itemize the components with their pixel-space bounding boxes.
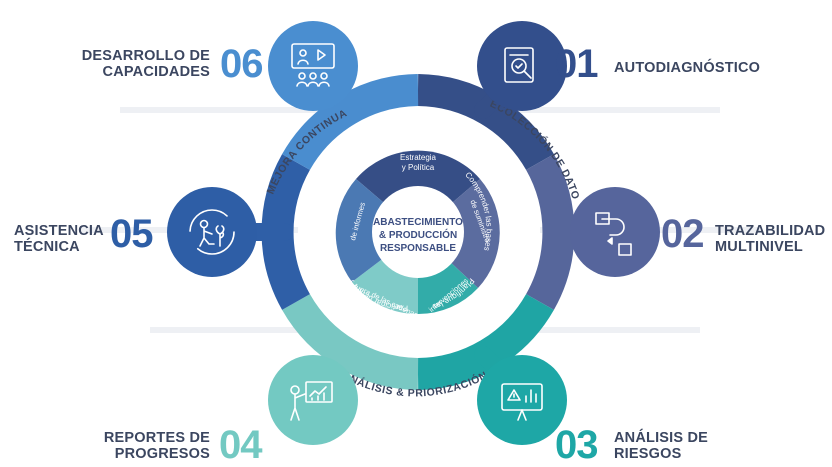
step-label-04: REPORTES DE PROGRESOS: [104, 430, 210, 462]
step-label-02-line-1: TRAZABILIDAD: [715, 223, 826, 239]
step-circle-04: [268, 355, 358, 445]
step-label-03-line-2: RIESGOS: [614, 446, 682, 462]
step-number-06: 06: [220, 42, 263, 86]
step-label-06-line-2: CAPACIDADES: [102, 64, 210, 80]
step-circle-01: [477, 21, 567, 111]
training-icon: [291, 43, 335, 87]
step-label-05-line-2: TÉCNICA: [14, 239, 80, 255]
step-circle-05: [167, 187, 257, 277]
step-circle-06: [268, 21, 358, 111]
step-number-04: 04: [219, 423, 262, 467]
step-label-02-line-2: MULTINIVEL: [715, 239, 803, 255]
step-label-03: ANÁLISIS DE RIESGOS: [614, 430, 708, 462]
step-label-04-line-1: REPORTES DE: [103, 430, 210, 446]
step-label-06: DESARROLLO DE CAPACIDADES: [82, 48, 210, 80]
step-label-06-line-1: DESARROLLO DE: [81, 48, 210, 64]
inner-label-estrategia-1: Estrategia: [400, 153, 437, 162]
step-label-01: AUTODIAGNÓSTICO: [614, 60, 760, 76]
step-number-05: 05: [110, 212, 153, 256]
center-label: ABASTECIMIENTO & PRODUCCIÓN RESPONSABLE: [373, 217, 463, 254]
step-label-03-line-1: ANÁLISIS DE: [614, 430, 709, 446]
inner-label-estrategia-2: y Política: [402, 163, 435, 172]
step-label-04-line-2: PROGRESOS: [114, 446, 210, 462]
step-label-05: ASISTENCIA TÉCNICA: [14, 223, 104, 255]
center-line-2: & PRODUCCIÓN: [379, 228, 457, 241]
center-line-3: RESPONSABLE: [380, 243, 456, 254]
step-label-01-line-1: AUTODIAGNÓSTICO: [614, 60, 761, 76]
step-number-02: 02: [661, 212, 704, 256]
step-label-05-line-1: ASISTENCIA: [14, 223, 104, 239]
technical-assistance-icon: [189, 209, 235, 255]
step-number-03: 03: [555, 423, 598, 467]
traceability-icon: [595, 212, 632, 256]
step-circle-02: [570, 187, 660, 277]
document-search-icon: [504, 47, 534, 83]
step-circle-03: [477, 355, 567, 445]
step-circles: [167, 21, 660, 445]
presentation-icon: [290, 381, 333, 421]
risk-board-icon: [501, 383, 543, 421]
center-circle: [372, 186, 464, 278]
step-label-02: TRAZABILIDAD MULTINIVEL: [715, 223, 825, 255]
center-line-1: ABASTECIMIENTO: [373, 217, 463, 228]
step-number-01: 01: [555, 42, 598, 86]
